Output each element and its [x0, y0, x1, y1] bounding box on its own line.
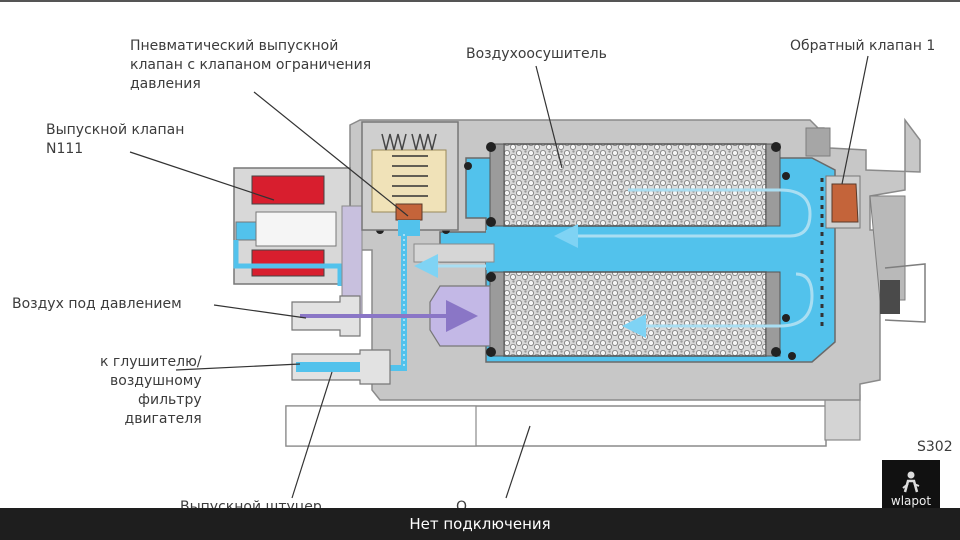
- muffler-outlet: [291, 349, 391, 385]
- label-muffler: к глушителю/ воздушному фильтру двигател…: [100, 354, 202, 427]
- status-bar: Нет подключения: [0, 508, 960, 540]
- connection-status: Нет подключения: [409, 515, 551, 533]
- desiccant-upper: [489, 143, 781, 227]
- watermark-text: wlapot: [890, 494, 932, 508]
- pneumatic-valve: [361, 121, 459, 236]
- label-cut-2: О: [456, 499, 468, 515]
- watermark-logo: wlapot: [882, 460, 940, 508]
- figure-code: S302: [917, 439, 953, 455]
- check-valve: [825, 175, 861, 229]
- desiccant-lower: [489, 271, 781, 357]
- label-check-valve: Обратный клапан 1: [790, 38, 936, 54]
- leader-lines: [129, 55, 869, 499]
- label-air-dryer: Воздухоосушитель: [466, 46, 607, 62]
- base-plate: [285, 394, 861, 447]
- label-exhaust-valve: Выпускной клапан N111: [46, 122, 185, 157]
- pressure-inlet: [291, 285, 491, 347]
- person-icon: [902, 471, 920, 493]
- top-divider: [0, 0, 960, 2]
- label-pressure-air: Воздух под давлением: [12, 296, 182, 312]
- solenoid-valve: [233, 167, 363, 317]
- label-pneumatic-valve: Пневматический выпускной клапан с клапан…: [130, 38, 372, 92]
- flow-arrows: [414, 188, 814, 338]
